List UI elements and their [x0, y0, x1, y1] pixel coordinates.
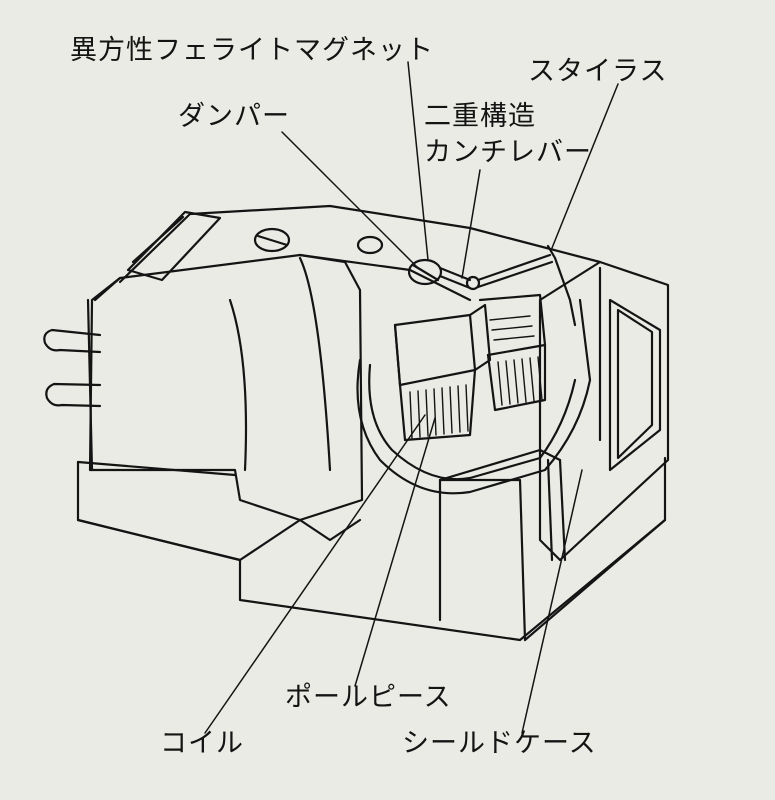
leader-lines [204, 61, 619, 734]
label-cantilever-line2: カンチレバー [424, 137, 592, 168]
label-cantilever-line1: 二重構造 [424, 101, 536, 132]
label-shield-case: シールドケース [402, 728, 597, 759]
cartridge-body [86, 204, 602, 522]
coil-windings [409, 315, 543, 439]
leader-stylus [551, 83, 619, 249]
cantilever-assembly [407, 244, 577, 327]
leader-shield-case [521, 469, 583, 734]
terminal-pins [43, 328, 102, 408]
pole-pieces [393, 293, 547, 442]
label-stylus: スタイラス [528, 56, 668, 87]
mounting-screw [253, 227, 384, 255]
leader-pole-piece [354, 417, 436, 687]
leader-damper [281, 131, 419, 269]
label-coil: コイル [160, 728, 244, 759]
leader-magnet [407, 61, 429, 261]
base-tray [76, 448, 667, 642]
leader-coil [204, 414, 426, 734]
leader-cantilever [461, 169, 481, 279]
top-label-plate [126, 210, 222, 282]
shield-case [538, 260, 670, 562]
label-damper: ダンパー [178, 101, 290, 132]
label-magnet: 異方性フェライトマグネット [70, 35, 434, 66]
label-pole-piece: ポールピース [285, 682, 452, 713]
cutaway-opening [356, 298, 592, 495]
